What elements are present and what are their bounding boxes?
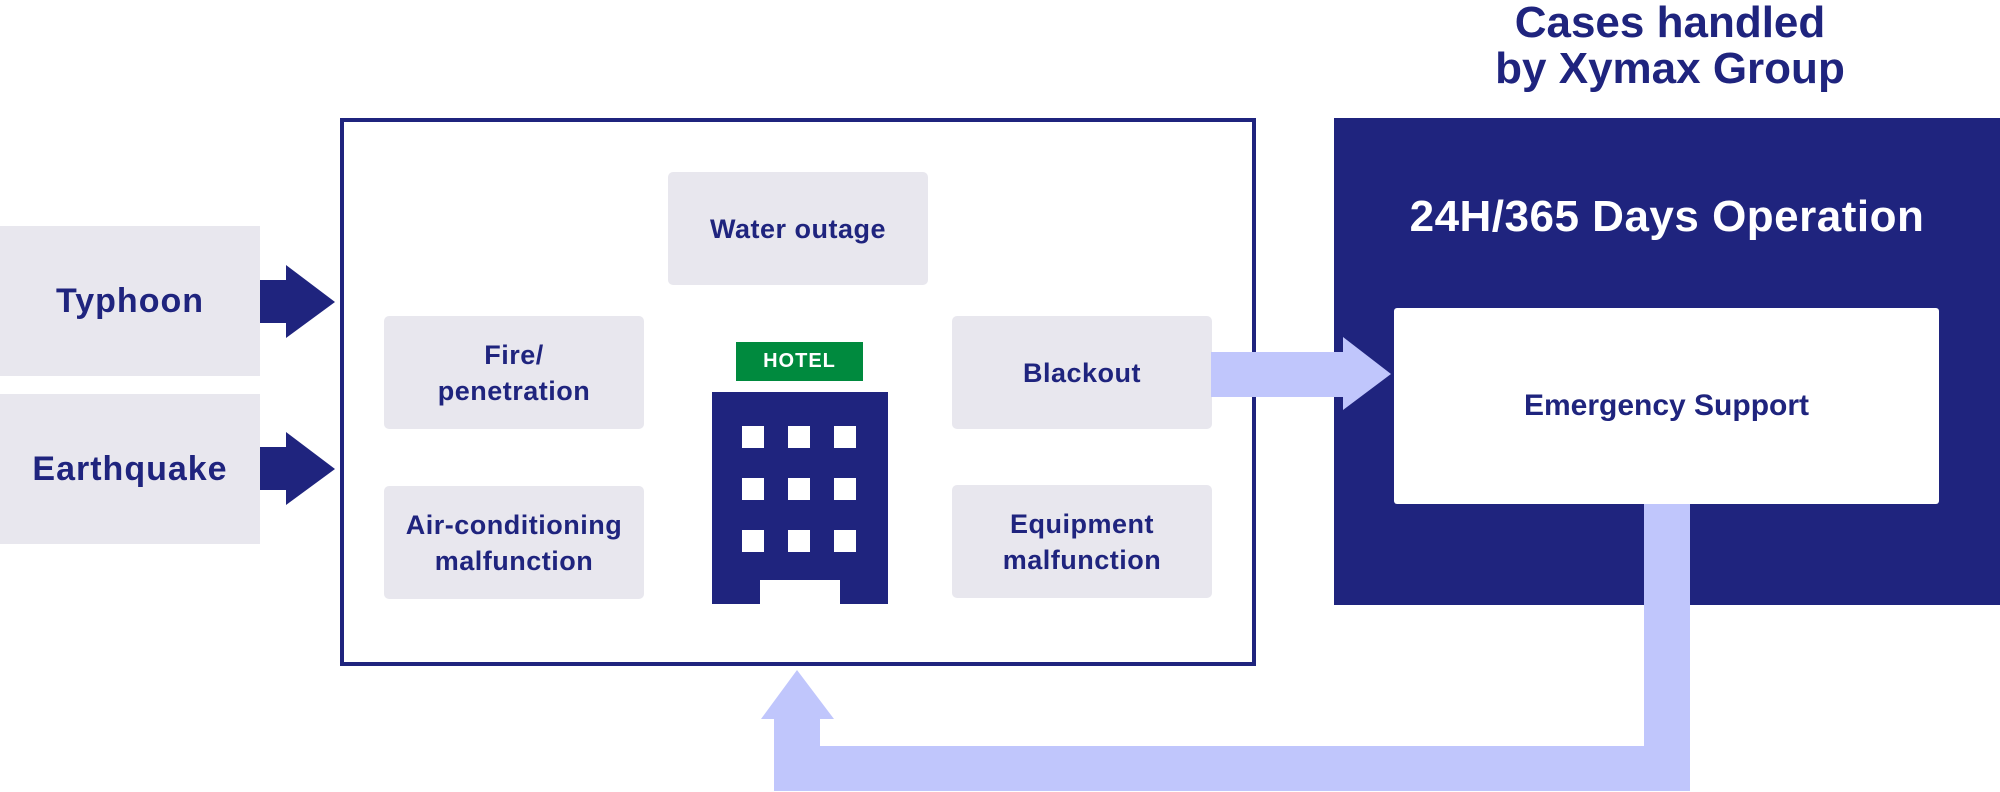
issue-equipment-line-1: Equipment <box>1010 508 1154 539</box>
window-icon <box>788 478 810 500</box>
title-line-1: Cases handled <box>1514 0 1826 47</box>
window-icon <box>742 426 764 448</box>
emergency-support-box: Emergency Support <box>1394 308 1939 504</box>
emergency-support-label: Emergency Support <box>1523 389 1810 422</box>
issue-aircon-line-1: Air-conditioning <box>405 509 623 540</box>
title-line-2: by Xymax Group <box>1495 44 1845 93</box>
blackout-arrow-icon <box>1211 337 1391 410</box>
issue-fire-line-1: Fire/ <box>484 339 544 370</box>
issue-water-outage: Water outage <box>668 172 928 285</box>
window-icon <box>834 530 856 552</box>
typhoon-arrow-icon <box>260 265 335 338</box>
window-icon <box>834 478 856 500</box>
hotel-sign: HOTEL <box>736 342 863 381</box>
earthquake-arrow-icon <box>260 432 335 505</box>
issue-water-outage-label: Water outage <box>709 213 886 244</box>
issue-fire-penetration: Fire/ penetration <box>384 316 644 429</box>
hazard-earthquake-label: Earthquake <box>32 449 228 488</box>
window-icon <box>788 426 810 448</box>
door-icon <box>760 580 840 604</box>
issue-aircon-line-2: malfunction <box>434 545 594 576</box>
hazard-earthquake: Earthquake <box>0 394 260 544</box>
window-icon <box>834 426 856 448</box>
issue-blackout: Blackout <box>952 316 1212 429</box>
diagram-title: Cases handled by Xymax Group <box>1400 0 1940 96</box>
issue-fire-line-2: penetration <box>437 375 591 406</box>
issue-air-conditioning: Air-conditioning malfunction <box>384 486 644 599</box>
hotel-sign-label: HOTEL <box>763 350 836 372</box>
issue-blackout-label: Blackout <box>1022 357 1142 388</box>
hazard-typhoon-label: Typhoon <box>56 281 204 320</box>
operation-label: 24H/365 Days Operation <box>1409 192 1925 241</box>
issue-equipment-line-2: malfunction <box>1002 544 1162 575</box>
window-icon <box>742 478 764 500</box>
window-icon <box>742 530 764 552</box>
return-arrow-icon <box>761 504 1690 791</box>
issue-equipment: Equipment malfunction <box>952 485 1212 598</box>
window-icon <box>788 530 810 552</box>
hazard-typhoon: Typhoon <box>0 226 260 376</box>
hotel-building-icon <box>712 392 888 604</box>
